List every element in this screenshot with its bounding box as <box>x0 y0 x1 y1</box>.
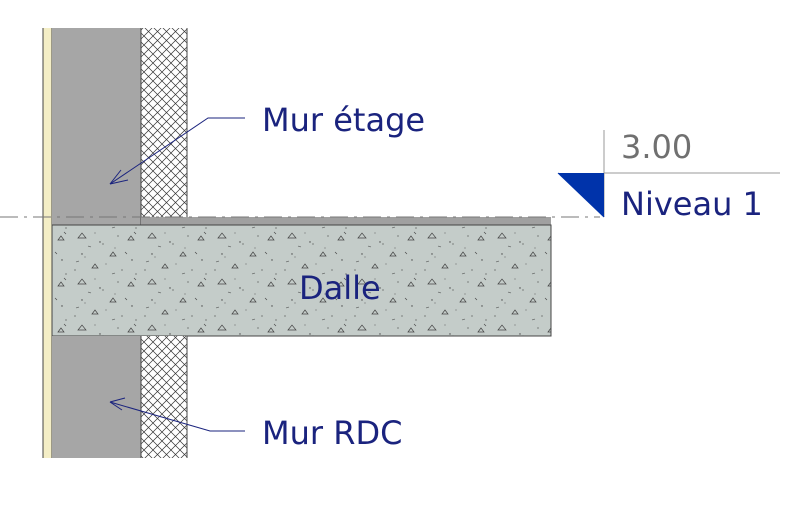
elevation-value: 3.00 <box>621 128 692 166</box>
level-marker <box>557 130 780 218</box>
finish-strip <box>43 28 52 458</box>
upper-wall-label: Mur étage <box>262 101 425 139</box>
lower-wall-structure <box>52 336 141 458</box>
upper-wall-structure <box>52 28 141 225</box>
level-name: Niveau 1 <box>621 185 763 223</box>
lower-wall-leader <box>109 397 245 432</box>
floor-finish <box>141 217 551 225</box>
slab-label: Dalle <box>299 269 381 307</box>
lower-wall-label: Mur RDC <box>262 414 402 452</box>
upper-wall-leader <box>109 117 245 185</box>
